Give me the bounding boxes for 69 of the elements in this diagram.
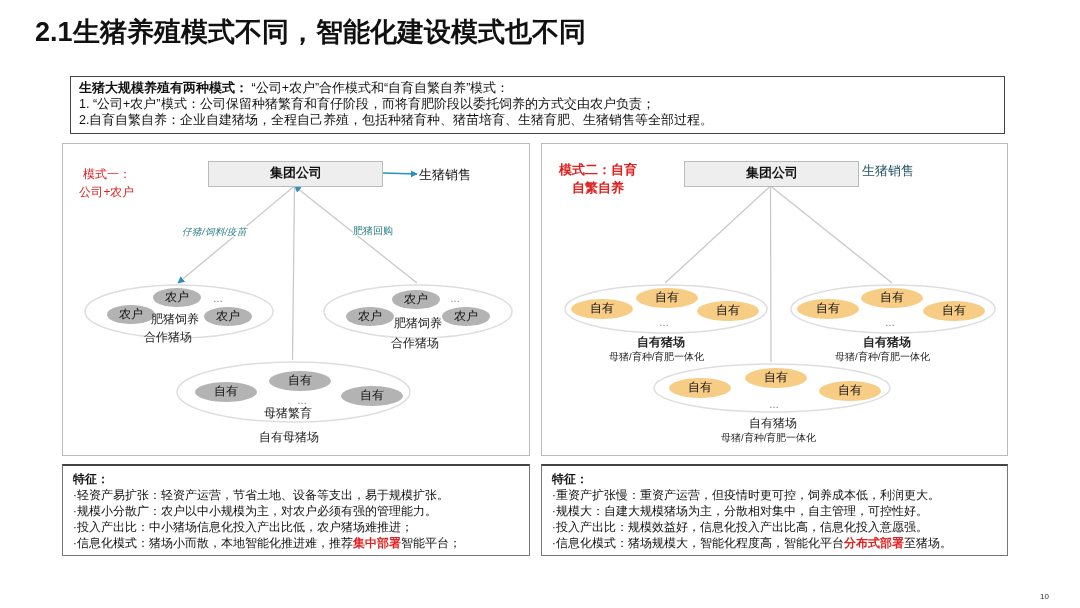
farm-oval: 自有 xyxy=(923,301,985,321)
section-heading: 特征： xyxy=(552,472,589,487)
description-box xyxy=(70,76,1005,134)
text-line: ·投入产出比：中小猪场信息化投入产出比低，农户猪场难推进； xyxy=(73,520,414,535)
farm-caption: 母猪繁育 xyxy=(264,407,312,421)
farm-caption: 自有猪场 xyxy=(863,336,911,350)
arrow xyxy=(293,185,418,284)
farm-oval: 自有 xyxy=(636,288,698,308)
page-number: 10 xyxy=(1040,592,1049,602)
ellipsis-mark: … xyxy=(885,317,895,329)
ellipsis-mark: … xyxy=(769,399,779,411)
company-box: 集团公司 xyxy=(208,161,383,187)
company-box: 集团公司 xyxy=(684,161,859,187)
sales-label: 生猪销售 xyxy=(862,164,914,179)
farm-oval: 自有 xyxy=(669,378,731,398)
farm-name: 自有母猪场 xyxy=(259,431,319,445)
farm-name: 母猪/育种/育肥一体化 xyxy=(721,432,817,444)
sales-label: 生猪销售 xyxy=(419,165,491,185)
ellipsis-mark: … xyxy=(450,293,460,305)
mode-panel xyxy=(541,143,1008,456)
farm-oval: 自有 xyxy=(745,368,807,388)
farm-name: 合作猪场 xyxy=(391,337,439,351)
ellipsis-mark: … xyxy=(213,293,223,305)
farm-oval: 自有 xyxy=(797,299,859,319)
intro-text: 生猪大规模养殖有两种模式： “公司+农户”合作模式和“自育自繁自养”模式： xyxy=(79,80,511,96)
features-box xyxy=(541,464,1008,556)
farm-caption: 肥猪饲养 xyxy=(394,317,442,331)
edge-label: 肥猪回购 xyxy=(353,225,393,237)
section-heading: 特征： xyxy=(73,472,110,487)
farm-caption: 自有猪场 xyxy=(637,336,685,350)
mode-title: 模式二：自育自繁自养 xyxy=(557,161,638,197)
ellipsis-mark: … xyxy=(297,395,307,406)
arrow xyxy=(177,185,296,284)
ellipsis-mark: … xyxy=(659,317,669,329)
text-line: 1. “公司+农户”模式：公司保留种猪繁育和育仔阶段，而将育肥阶段以委托饲养的方式交由农户负责； xyxy=(79,96,656,112)
connector-line xyxy=(664,185,772,284)
text-line: ·投入产出比：规模效益好，信息化投入产出比高，信息化投入意愿强。 xyxy=(552,520,929,535)
text-line: ·信息化模式：猪场小而散，本地智能化推进难，推荐集中部署智能平台； xyxy=(73,536,462,551)
text-line: ·信息化模式：猪场规模大，智能化程度高，智能化平台分布式部署至猪场。 xyxy=(552,536,953,551)
connector-line xyxy=(769,185,893,284)
farm-oval: 自有 xyxy=(819,381,881,401)
farm-oval: 自有 xyxy=(195,382,257,402)
farm-oval: 农户 xyxy=(153,288,201,307)
farm-oval: 自有 xyxy=(269,371,331,391)
farm-oval: 农户 xyxy=(204,307,252,326)
text-line: ·重资产扩张慢：重资产运营，但疫情时更可控，饲养成本低，利润更大。 xyxy=(552,488,941,503)
farm-name: 母猪/育种/育肥一体化 xyxy=(609,351,705,363)
farm-oval: 自有 xyxy=(341,386,403,406)
connector-line xyxy=(769,185,772,363)
arrow xyxy=(382,170,418,178)
edge-label: 仔猪/饲料/疫苗 xyxy=(182,226,248,238)
farm-oval: 自有 xyxy=(861,288,923,308)
farm-caption: 自有猪场 xyxy=(749,417,797,431)
text-line: ·规模小分散广：农户以中小规模为主，对农户必须有强的管理能力。 xyxy=(73,504,438,519)
text-line: ·规模大：自建大规模猪场为主，分散相对集中，自主管理，可控性好。 xyxy=(552,504,929,519)
text-line: 2.自育自繁自养：企业自建猪场，全程自己养殖，包括种猪育种、猪苗培育、生猪育肥、生猪销售等全部过程。 xyxy=(79,112,715,128)
farm-oval: 农户 xyxy=(442,307,490,326)
farm-oval: 自有 xyxy=(697,301,759,321)
farm-name: 母猪/育种/育肥一体化 xyxy=(835,351,931,363)
page-title: 2.1生猪养殖模式不同，智能化建设模式也不同 xyxy=(35,16,586,49)
farm-name: 合作猪场 xyxy=(144,331,192,345)
mode-panel xyxy=(62,143,530,456)
farm-oval: 自有 xyxy=(571,299,633,319)
text-line: ·轻资产易扩张：轻资产运营，节省土地、设备等支出，易于规模扩张。 xyxy=(73,488,450,503)
features-box xyxy=(62,464,530,556)
farm-oval: 农户 xyxy=(346,307,394,326)
mode-title: 模式一：公司+农户 xyxy=(79,166,135,201)
farm-oval: 农户 xyxy=(392,290,440,309)
connector-line xyxy=(291,185,296,361)
